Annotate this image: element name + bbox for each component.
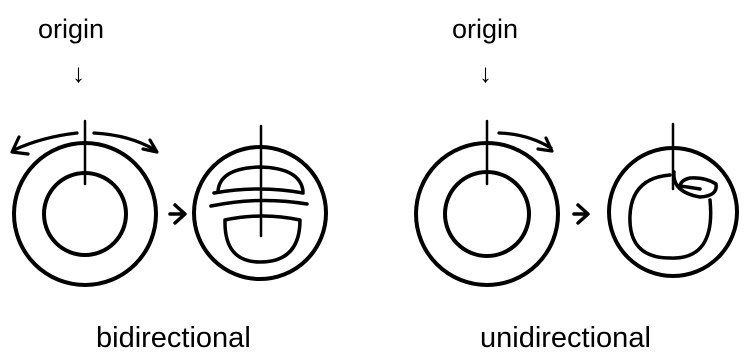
split-band-top: [212, 187, 305, 195]
right-arrowhead: [141, 138, 159, 154]
peeled-flap: [672, 170, 718, 199]
split-band-bottom: [209, 198, 309, 208]
origin-arrow-right: ↓: [479, 58, 492, 88]
transition-arrow-right: [572, 203, 590, 225]
inner-circle: [42, 171, 128, 257]
inner-circle-open: [628, 173, 713, 260]
caption-bidirectional: bidirectional: [96, 322, 251, 354]
inner-split-bowl: [223, 214, 302, 264]
origin-label-left: origin: [38, 14, 105, 44]
right-curved-arrow: [92, 131, 157, 152]
left-initial-state: [12, 119, 158, 287]
left-arrowhead: [10, 135, 30, 156]
left-result-state: [192, 124, 328, 281]
curved-arrow: [497, 131, 553, 150]
right-result-state: [607, 122, 739, 278]
transition-arrow-left: [168, 203, 187, 225]
arrowhead: [536, 136, 554, 153]
right-initial-state: [414, 119, 560, 287]
unidirectional-arrow: [497, 131, 554, 153]
bidirectional-arrows: [10, 131, 159, 156]
origin-label-right: origin: [452, 14, 519, 44]
caption-unidirectional: unidirectional: [480, 322, 651, 354]
origin-arrow-left: ↓: [72, 58, 85, 88]
left-curved-arrow: [12, 131, 79, 152]
